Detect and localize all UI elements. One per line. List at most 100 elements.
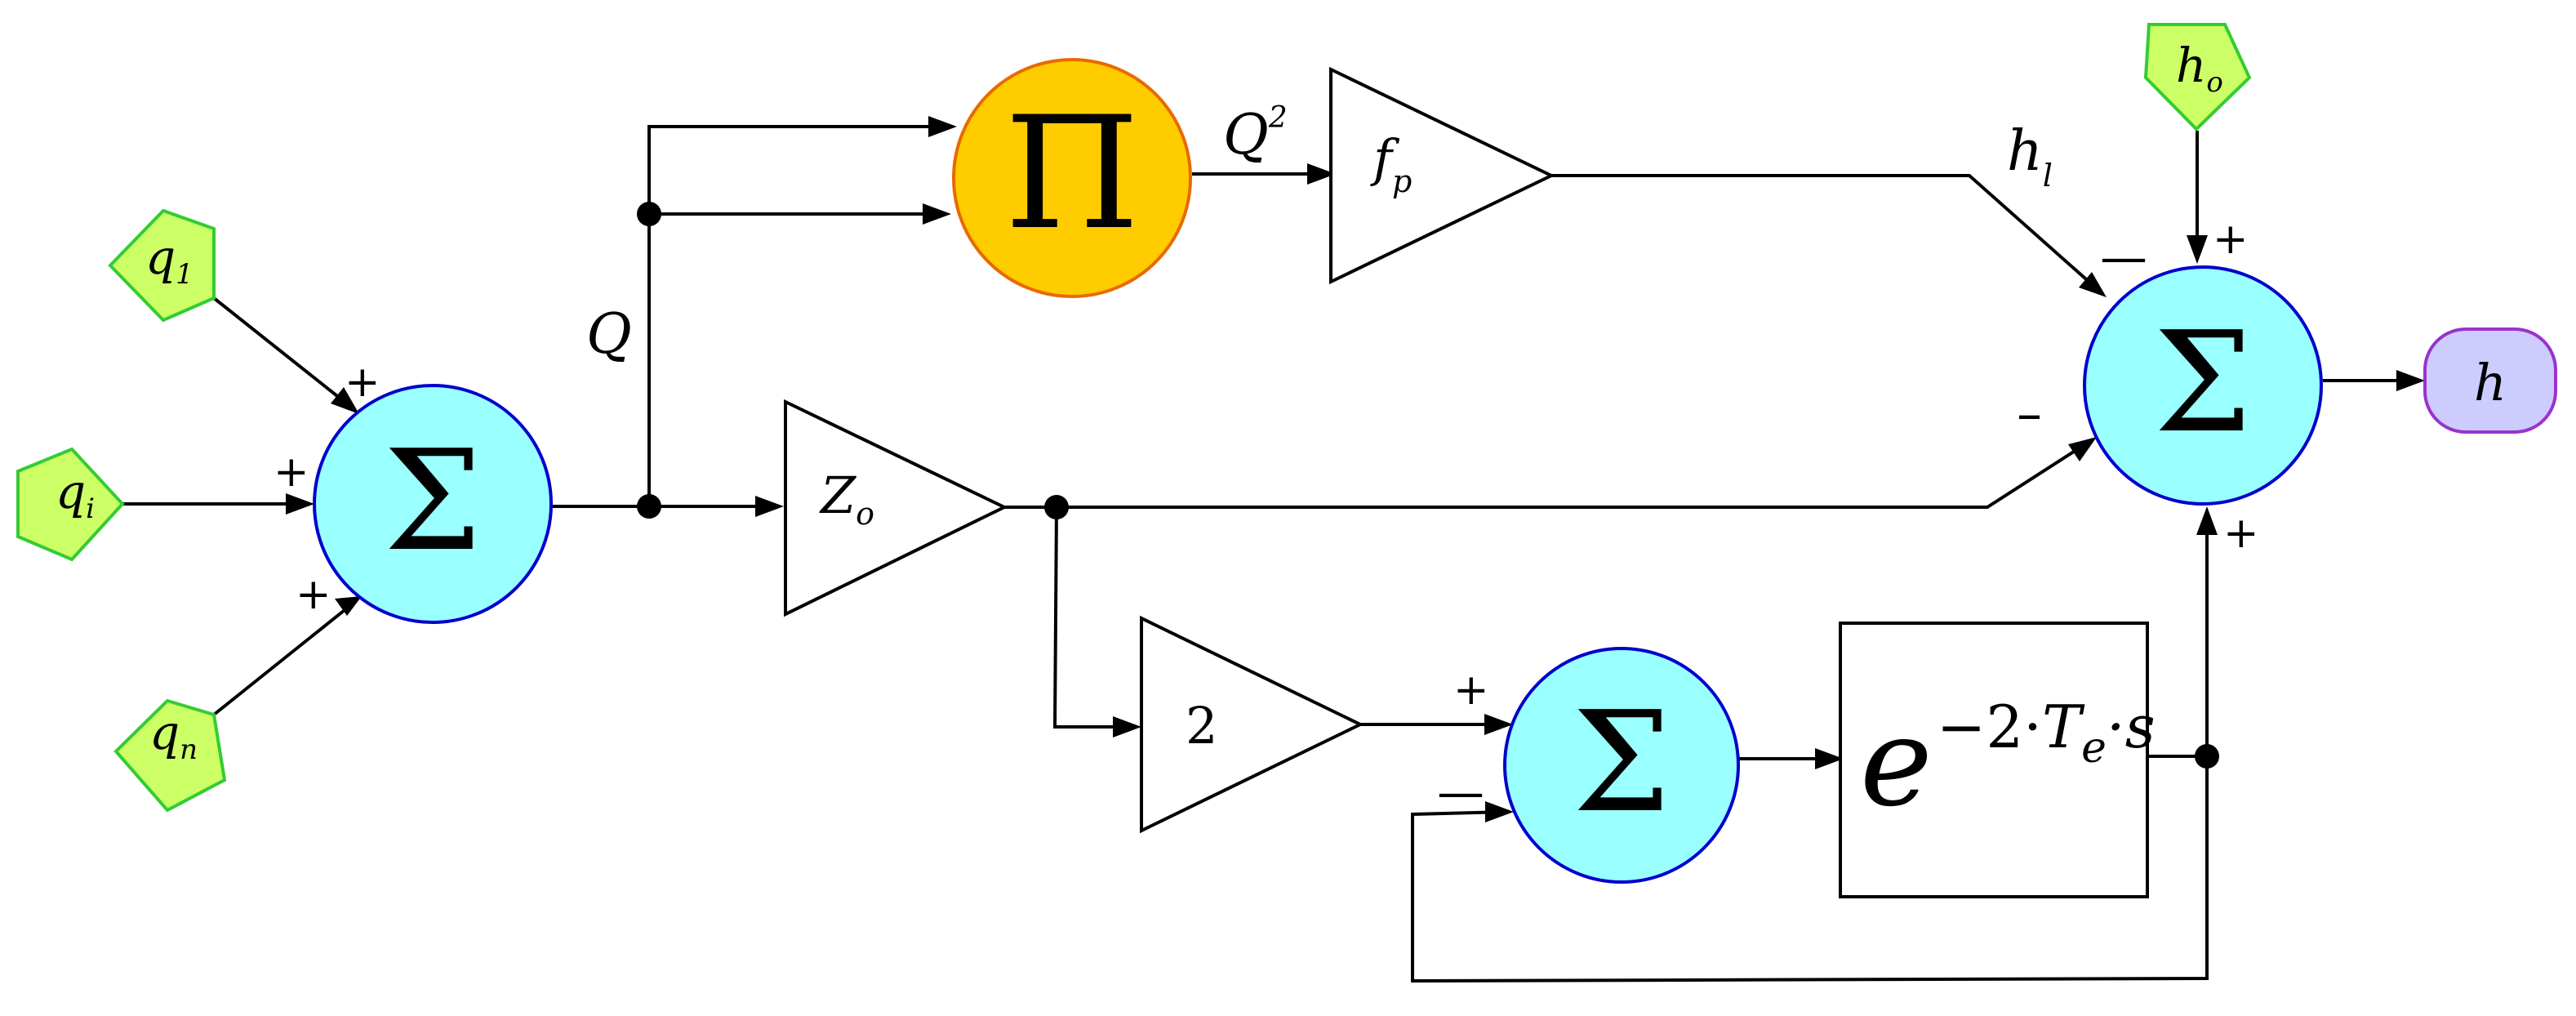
input-ho: ho — [2143, 23, 2252, 131]
gain-two-label: 2 — [1186, 696, 1217, 755]
delay-exp-suffix: ·s — [2107, 693, 2156, 761]
arrowhead-qi — [286, 493, 314, 515]
svg-text:Zo: Zo — [819, 466, 874, 532]
product-block: Π — [952, 58, 1192, 298]
wire-qn-to-sum1 — [212, 599, 358, 716]
input-q1-pentagon — [108, 208, 216, 323]
wire-fp-to-sum-main — [1551, 174, 2102, 293]
signal-label-hl-base: h — [2007, 119, 2043, 184]
sign-plus-delay: + — [2223, 509, 2259, 558]
gain-zo-triangle — [784, 399, 1008, 617]
wire-q1-to-sum1 — [212, 296, 354, 410]
arrowhead-prod-in-top — [928, 116, 957, 137]
sign-plus-qi: + — [274, 448, 309, 497]
arrowhead-feedback-in — [1485, 801, 1514, 822]
delay-block: e −2·Te·s — [1839, 622, 2156, 898]
input-ho-base: h — [2176, 38, 2206, 93]
arrowhead-sum3-in — [1484, 714, 1513, 735]
product-block-circle — [952, 58, 1192, 298]
gain-two: 2 — [1140, 615, 1364, 834]
wire-branch-Q-up — [647, 125, 951, 506]
wire-feedback-loop — [1411, 756, 2209, 983]
input-q1-sub: 1 — [176, 258, 194, 291]
sign-minus-feedback: — — [1437, 764, 1484, 820]
sign-minus-zo: – — [2017, 384, 2042, 443]
signal-label-Q2-base: Q — [1223, 103, 1269, 167]
output-h-label: h — [2474, 353, 2507, 412]
delay-exp-var: T — [2042, 693, 2085, 761]
input-q1-base: q — [145, 229, 176, 285]
svg-text:hl: hl — [2007, 119, 2053, 194]
arrowhead-delay-in — [1815, 748, 1844, 769]
sum-junction-inputs-symbol: Σ — [384, 421, 482, 582]
delay-exp-prefix: −2· — [1937, 693, 2042, 761]
sum-junction-inputs: Σ — [313, 384, 553, 624]
arrowhead-gain2-in — [1113, 716, 1141, 737]
arrowhead-sum-main-bottom — [2196, 506, 2218, 535]
output-h-box — [2423, 328, 2557, 434]
gain-fp-sub: p — [1392, 163, 1412, 199]
output-h: h — [2423, 328, 2557, 434]
sum-junction-main-circle — [2083, 265, 2323, 506]
signal-label-hl-sub: l — [2043, 158, 2053, 194]
sum-junction-main-symbol: Σ — [2154, 302, 2252, 464]
svg-text:qi: qi — [56, 464, 95, 525]
wire-zo-to-sum-main — [1004, 439, 2092, 509]
arrowhead-fp-in — [1307, 163, 1336, 185]
sum-junction-delay-circle — [1503, 647, 1740, 884]
arrowheads — [286, 116, 2425, 822]
svg-text:Q2: Q2 — [1223, 101, 1288, 167]
gain-two-triangle — [1140, 615, 1364, 834]
svg-text:−2·Te·s: −2·Te·s — [1937, 693, 2156, 773]
arrowhead-hl — [2079, 272, 2107, 297]
input-qn-sub: n — [180, 733, 198, 766]
input-qn-pentagon — [113, 698, 227, 813]
junction-dot-main — [637, 494, 661, 519]
input-q1: q1 — [108, 208, 216, 323]
arrowhead-zo-in — [755, 496, 784, 517]
arrowhead-q1 — [331, 387, 359, 414]
junction-dot-delay — [2195, 744, 2219, 769]
sign-plus-qn: + — [296, 570, 331, 619]
signal-label-Q2-sup: 2 — [1268, 101, 1288, 135]
input-qn: qn — [113, 698, 227, 813]
arrowhead-ho — [2187, 235, 2208, 264]
gain-fp-triangle — [1329, 66, 1555, 285]
delay-block-rect — [1839, 622, 2149, 898]
sum-junction-inputs-circle — [313, 384, 553, 624]
arrowhead-h — [2396, 370, 2425, 391]
junction-dot-upper — [637, 202, 661, 226]
svg-text:q1: q1 — [145, 229, 194, 291]
sign-plus-gain2: + — [1453, 666, 1489, 715]
input-qi-sub: i — [86, 492, 95, 525]
junction-dots — [637, 202, 2219, 769]
input-qi-base: q — [56, 464, 86, 519]
gain-zo-sub: o — [856, 496, 874, 532]
product-block-symbol: Π — [1004, 83, 1140, 264]
sign-plus-q1: + — [345, 358, 380, 407]
svg-text:e: e — [1860, 692, 1933, 834]
wire-zo-to-gain2 — [1052, 506, 1135, 729]
svg-text:ho: ho — [2176, 38, 2223, 99]
junction-dot-zo — [1044, 495, 1069, 519]
gain-zo: Zo — [784, 399, 1008, 617]
sign-plus-ho: + — [2213, 215, 2249, 264]
svg-text:qn: qn — [149, 705, 198, 766]
input-ho-pentagon — [2143, 23, 2252, 131]
sum-junction-delay: Σ — [1503, 647, 1740, 884]
input-qi: qi — [16, 447, 125, 562]
gain-fp: fp — [1329, 66, 1555, 285]
input-qi-pentagon — [16, 447, 125, 562]
sign-minus-hl: — — [2100, 229, 2147, 285]
input-qn-base: q — [149, 705, 180, 760]
gain-zo-base: Z — [819, 466, 856, 525]
arrowhead-qn — [335, 596, 362, 616]
input-ho-sub: o — [2206, 66, 2222, 99]
arrowhead-zo-to-sum — [2068, 437, 2097, 461]
arrowhead-prod-in-mid — [923, 203, 951, 225]
signal-label-Q: Q — [586, 302, 632, 367]
sum-junction-main: Σ — [2083, 265, 2323, 506]
delay-base: e — [1860, 692, 1933, 834]
delay-exp-sub: e — [2081, 724, 2107, 773]
